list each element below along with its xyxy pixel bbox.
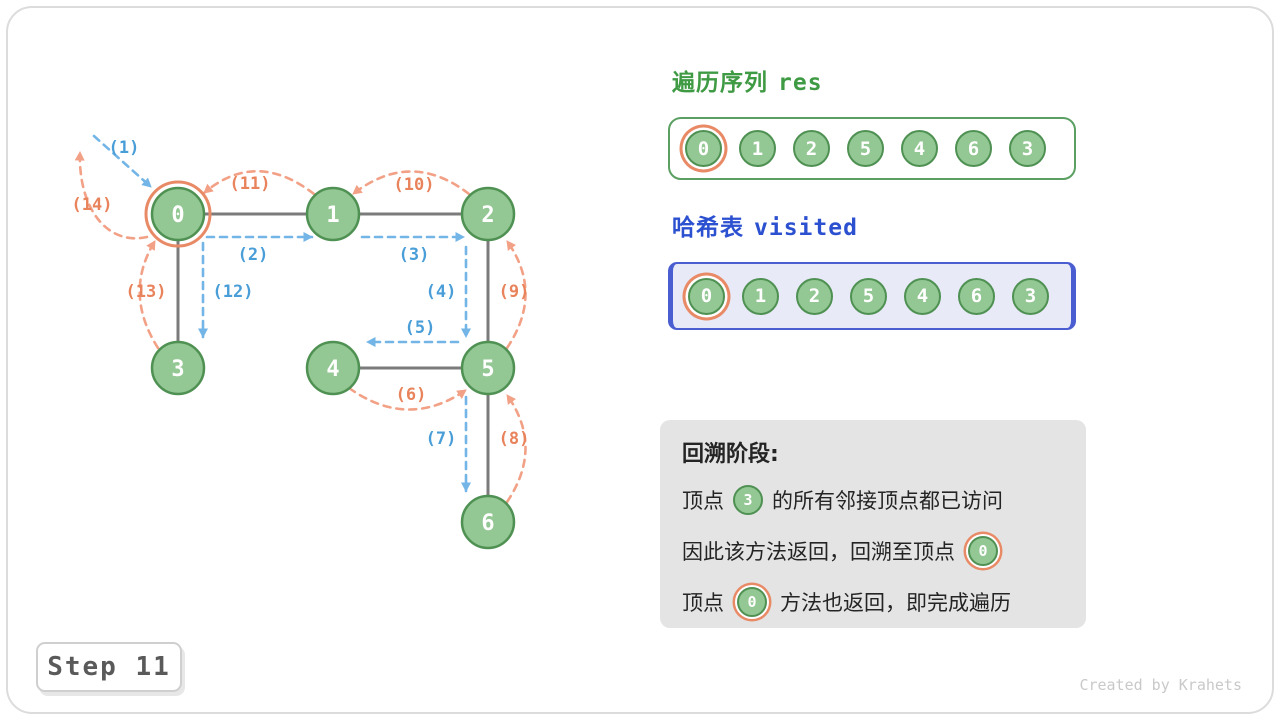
line3-post: 方法也返回，即完成遍历 [780, 590, 1011, 615]
graph-node-4: 4 [305, 340, 361, 396]
visited-item-0: 0 [688, 277, 725, 315]
res-item-2: 2 [793, 130, 830, 167]
node-0-highlight-ring [144, 180, 212, 248]
explanation-line-1: 顶点 3 的所有邻接顶点都已访问 [682, 474, 1064, 525]
res-item-6: 3 [1009, 130, 1046, 167]
step-label-8: (8) [499, 429, 530, 449]
graph-edges [176, 212, 490, 498]
line3-pre: 顶点 [682, 590, 724, 615]
inline-node-3: 3 [733, 484, 763, 515]
credit-text: Created by Krahets [1079, 676, 1242, 694]
step-label-7: (7) [426, 429, 457, 449]
line2-pre: 因此该方法返回，回溯至顶点 [682, 539, 955, 564]
arrow-back-1-to-0 [202, 169, 316, 196]
res-item-4: 4 [901, 130, 938, 167]
node-0-label: 0 [171, 203, 184, 228]
graph-node-2: 2 [460, 186, 516, 242]
step-label-6: (6) [396, 385, 427, 405]
visited-item-2: 2 [796, 277, 833, 315]
visited-title-code: visited [754, 215, 858, 241]
visited-hash-box: 0 1 2 5 4 6 3 [668, 262, 1076, 330]
explanation-box: 回溯阶段: 顶点 3 的所有邻接顶点都已访问 因此该方法返回，回溯至顶点 0 顶… [660, 420, 1086, 628]
visited-item-1: 1 [742, 277, 779, 315]
arrow-return-from-0 [74, 150, 149, 240]
node-4-label: 4 [326, 357, 339, 382]
res-title-zh: 遍历序列 [672, 70, 768, 96]
step-label-1: (1) [109, 138, 140, 158]
graph-node-0: 0 [144, 180, 212, 248]
res-sequence-box: 0 1 2 5 4 6 3 [668, 117, 1076, 180]
line1-pre: 顶点 [682, 488, 724, 513]
explanation-line-3: 顶点 0 方法也返回，即完成遍历 [682, 576, 1064, 627]
res-section-title: 遍历序列 res [672, 63, 823, 97]
visited-item-6: 3 [1012, 277, 1049, 315]
graph-nodes: 0 1 2 3 4 5 6 [144, 180, 516, 550]
node-3-label: 3 [171, 357, 184, 382]
graph-node-3: 3 [150, 340, 206, 396]
node-2-label: 2 [481, 203, 494, 228]
visited-item-3: 5 [850, 277, 887, 315]
inline-node-0-b: 0 [737, 586, 767, 617]
visited-title-zh: 哈希表 [672, 215, 744, 241]
node-1-label: 1 [326, 203, 339, 228]
visited-item-5: 6 [958, 277, 995, 315]
node-6-label: 6 [481, 511, 494, 536]
step-label-10: (10) [394, 175, 435, 195]
res-title-code: res [778, 70, 823, 96]
arrow-back-5-to-2 [505, 239, 527, 350]
explanation-title: 回溯阶段: [682, 442, 779, 467]
step-label-9: (9) [499, 282, 530, 302]
node-5-label: 5 [481, 357, 494, 382]
graph-node-6: 6 [460, 494, 516, 550]
line1-post: 的所有邻接顶点都已访问 [772, 488, 1003, 513]
graph-canvas: (1) (2) (3) (4) (5) (6) (7) (8) (9) (10)… [72, 134, 530, 550]
res-item-5: 6 [955, 130, 992, 167]
res-item-1: 1 [739, 130, 776, 167]
step-label-13: (13) [126, 282, 167, 302]
dfs-backtrack-arrows [74, 150, 527, 504]
step-indicator: Step 11 [36, 642, 182, 692]
step-label-3: (3) [399, 245, 430, 265]
step-label-5: (5) [405, 318, 436, 338]
res-item-3: 5 [847, 130, 884, 167]
arrow-back-4-to-5 [347, 386, 468, 411]
arrow-back-6-to-5 [505, 393, 527, 504]
visited-item-4: 4 [904, 277, 941, 315]
arrow-back-2-to-1 [351, 170, 471, 196]
step-label-2: (2) [238, 245, 269, 265]
arrow-back-3-to-0 [138, 239, 160, 350]
graph-node-1: 1 [305, 186, 361, 242]
res-item-0: 0 [685, 130, 722, 167]
explanation-line-2: 因此该方法返回，回溯至顶点 0 [682, 525, 1064, 576]
step-label-12: (12) [213, 282, 254, 302]
arrow-visit-0 [92, 134, 153, 189]
dfs-forward-arrows [92, 134, 471, 493]
step-label-14: (14) [72, 195, 113, 215]
step-labels: (1) (2) (3) (4) (5) (6) (7) (8) (9) (10)… [72, 138, 530, 449]
step-label-4: (4) [426, 282, 457, 302]
graph-node-5: 5 [460, 340, 516, 396]
inline-node-0-a: 0 [968, 535, 998, 566]
step-label-11: (11) [230, 174, 271, 194]
visited-section-title: 哈希表 visited [672, 208, 858, 242]
